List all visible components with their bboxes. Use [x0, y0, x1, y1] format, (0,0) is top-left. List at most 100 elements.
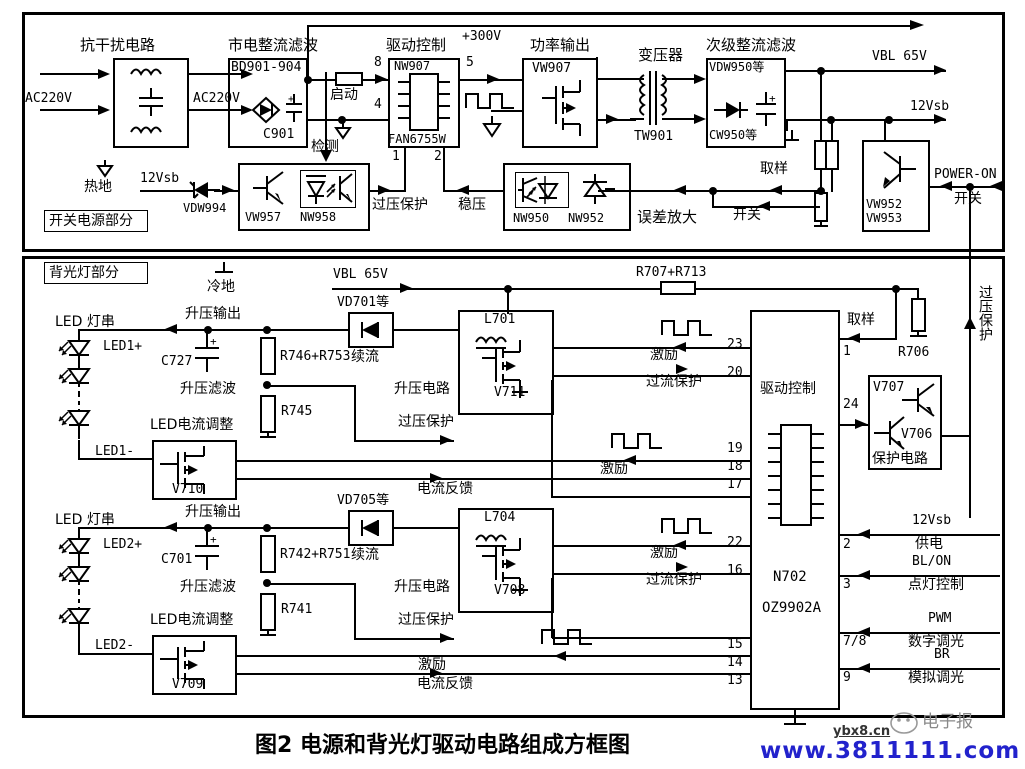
- diode-symbol-vd705: [361, 520, 379, 536]
- startup-node-dot: [304, 76, 312, 84]
- ch1-pin-ocp: 20: [727, 365, 743, 380]
- detect-line-v: [325, 72, 327, 160]
- ch1-pin-b: 18: [727, 459, 743, 474]
- ch2-fw-to-ind: [394, 527, 458, 529]
- controller-dip-symbol: [768, 424, 824, 725]
- samp-div-v2: [820, 170, 822, 192]
- ovp-line-v: [404, 148, 406, 192]
- watermark-url: www.3811111.com: [760, 738, 1021, 764]
- ovp-detect-block: [238, 163, 370, 231]
- bl-pwm-cn-label: 数字调光: [908, 634, 964, 650]
- ch2-cap-label: C701: [161, 552, 193, 567]
- secondary-rect-title: 次级整流滤波: [706, 36, 797, 54]
- ch2-inductor-label: L704: [484, 510, 516, 525]
- wechat-icon: [890, 712, 918, 734]
- pin4-label: 4: [374, 97, 382, 112]
- hot-ground-symbol-2: [482, 116, 502, 138]
- rect-to-start-line: [308, 79, 335, 81]
- ch2-ledminus-v: [78, 635, 80, 655]
- ch1-cap-symbol: +: [195, 330, 219, 372]
- ac-mid-arrows: [189, 69, 253, 115]
- v300-arrow: [910, 20, 924, 30]
- ch2-line-13: [237, 673, 750, 675]
- optocoupler-symbol-nw950: [518, 176, 559, 204]
- ch2-drive-arrow: [674, 540, 686, 550]
- mosfet-symbol-v710: [160, 446, 205, 494]
- bl-br-cn-label: 模拟调光: [908, 670, 964, 686]
- ch2-current-adjust-label: LED电流调整: [150, 612, 234, 628]
- xfmr-top-in-v: [596, 57, 598, 80]
- sb12-rail-label: 12Vsb: [910, 99, 950, 114]
- bl-blon-label: BL/ON: [912, 554, 952, 569]
- samp-div-v1: [820, 70, 822, 140]
- ch1-led-string-label: LED 灯串: [55, 314, 115, 330]
- startup-label: 启动: [330, 87, 358, 103]
- xfmr-top-in: [598, 78, 632, 80]
- ch1-line-20: [554, 375, 750, 377]
- ch2-pin-b: 14: [727, 655, 743, 670]
- switch-branch-arrow: [758, 201, 770, 211]
- ch2-pin-c: 13: [727, 673, 743, 688]
- figure-caption: 图2 电源和背光灯驱动电路组成方框图: [255, 733, 630, 758]
- ch1-boost-symbol: [475, 336, 528, 398]
- power-output-title: 功率输出: [530, 36, 591, 54]
- r706-gnd: [910, 332, 927, 337]
- ch1-fw-to-ind: [394, 329, 458, 331]
- vbl-node-dot: [817, 67, 825, 75]
- vertical-ovp-label: 过压保护: [978, 285, 994, 341]
- ch1-divider-bottom-res: [260, 395, 276, 433]
- power-section-frame: [22, 12, 1005, 252]
- mains-rectifier-ref: BD901-904: [231, 60, 302, 75]
- rect-lower-line: [308, 119, 388, 121]
- ch2-fw-diode-box: [348, 510, 394, 546]
- bl-pwm-label: PWM: [928, 611, 952, 626]
- bl-supply-arrow: [858, 529, 870, 539]
- vdw994-line-left: [140, 190, 195, 192]
- startup-arrow: [375, 74, 387, 84]
- ch2-drive-arrow-2: [554, 651, 566, 661]
- secondary-diode-cap-symbol: +: [714, 92, 776, 126]
- ch1-boost-block: [458, 310, 554, 415]
- ch1-drive-wave: [661, 320, 712, 336]
- ch1-boost-out-arrow: [165, 324, 177, 334]
- optocoupler-symbol-nw958: [306, 173, 353, 204]
- power-section-label-box: [44, 210, 148, 232]
- v707-label: V707: [873, 380, 905, 395]
- secondary-gnd-symbol: [785, 130, 799, 141]
- regulate-line: [443, 190, 503, 192]
- power-output-block: [522, 58, 598, 148]
- ch2-divider-top-label: R742+R751: [280, 547, 351, 562]
- backlight-section-label: 背光灯部分: [49, 265, 119, 281]
- ch1-cap-label: C727: [161, 354, 193, 369]
- r706-top-v: [917, 288, 919, 298]
- r706-resistor: [911, 298, 926, 332]
- sampling-label: 取样: [760, 161, 788, 177]
- emi-filter-block: [113, 58, 189, 148]
- hot-ground-label: 热地: [84, 179, 112, 195]
- bl-samp-to-pin1: [840, 338, 897, 340]
- ch1-fw-diode-label: VD701等: [337, 295, 390, 310]
- bl-vbl-line: [332, 288, 512, 290]
- ch2-cap-symbol: +: [195, 528, 219, 570]
- bl-vbl-label: VBL 65V: [333, 267, 388, 282]
- ch1-current-adjust-label: LED电流调整: [150, 417, 234, 433]
- controller-block: [750, 310, 840, 710]
- ch2-boost-circuit-label: 升压电路: [394, 579, 450, 595]
- ch1-line-17v: [551, 380, 553, 498]
- ch1-ledminus-v: [78, 440, 80, 460]
- sampling-resistor-r707: [660, 281, 696, 295]
- ch2-div-mid-v: [354, 583, 356, 639]
- ch1-line-18: [237, 478, 750, 480]
- bl-supply-line: [840, 534, 1000, 536]
- secondary-rect-ref: VDW950等: [709, 60, 765, 74]
- ch1-divider-bottom-label: R745: [281, 404, 313, 419]
- ch2-led-plus-label: LED2+: [103, 537, 143, 552]
- sb12-rail-arrow: [934, 114, 946, 124]
- mains-rectifier-title: 市电整流滤波: [228, 36, 319, 54]
- v300-line-h: [308, 25, 913, 27]
- drive-control-part: FAN6755W: [388, 132, 446, 146]
- ch1-ledminus-line: [78, 458, 154, 460]
- ch1-div-node-top: [263, 326, 271, 334]
- bridge-rect-symbol: +: [251, 94, 302, 124]
- vw952-label: VW952: [866, 197, 903, 211]
